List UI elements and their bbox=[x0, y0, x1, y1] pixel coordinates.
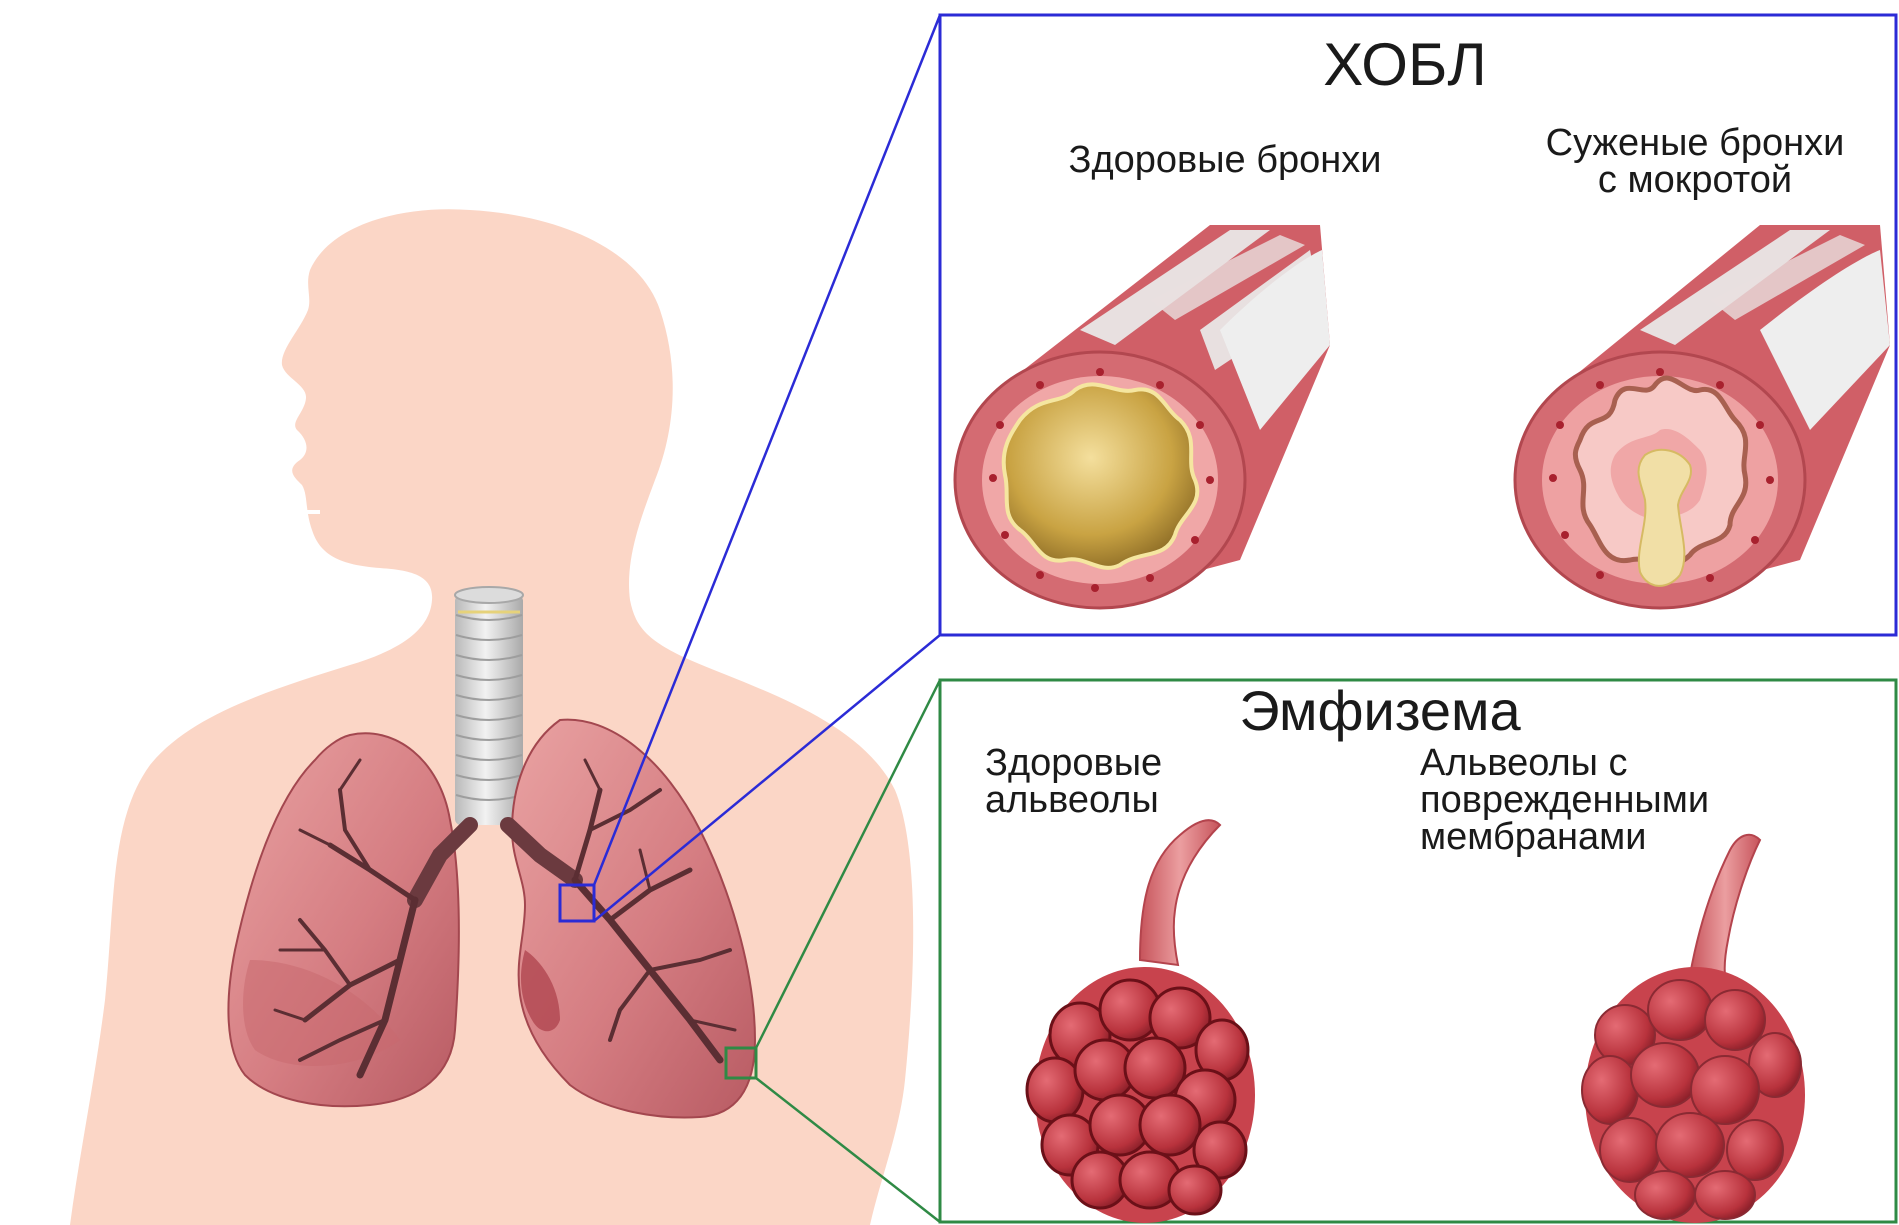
healthy-bronchi-label: Здоровые бронхи bbox=[1069, 139, 1382, 181]
damaged-alveoli-label-line1: Альвеолы с bbox=[1420, 742, 1628, 784]
damaged-alveoli-label-line2: поврежденными bbox=[1420, 779, 1709, 821]
damaged-alveoli-label-line3: мембранами bbox=[1420, 816, 1646, 858]
narrowed-bronchi-label-line1: Суженые бронхи bbox=[1546, 122, 1845, 164]
copd-panel: ХОБЛ Здоровые бронхи Суженые бронхи с мо… bbox=[940, 15, 1896, 635]
emphysema-panel: Эмфизема Здоровые альвеолы Альвеолы с по… bbox=[940, 679, 1896, 1223]
copd-title: ХОБЛ bbox=[1323, 31, 1486, 98]
narrowed-bronchi-label-line2: с мокротой bbox=[1598, 159, 1792, 201]
emphysema-title: Эмфизема bbox=[1239, 679, 1521, 742]
trachea bbox=[455, 587, 523, 825]
healthy-alveoli-label-line2: альвеолы bbox=[985, 779, 1159, 821]
healthy-alveoli-label-line1: Здоровые bbox=[985, 742, 1162, 784]
